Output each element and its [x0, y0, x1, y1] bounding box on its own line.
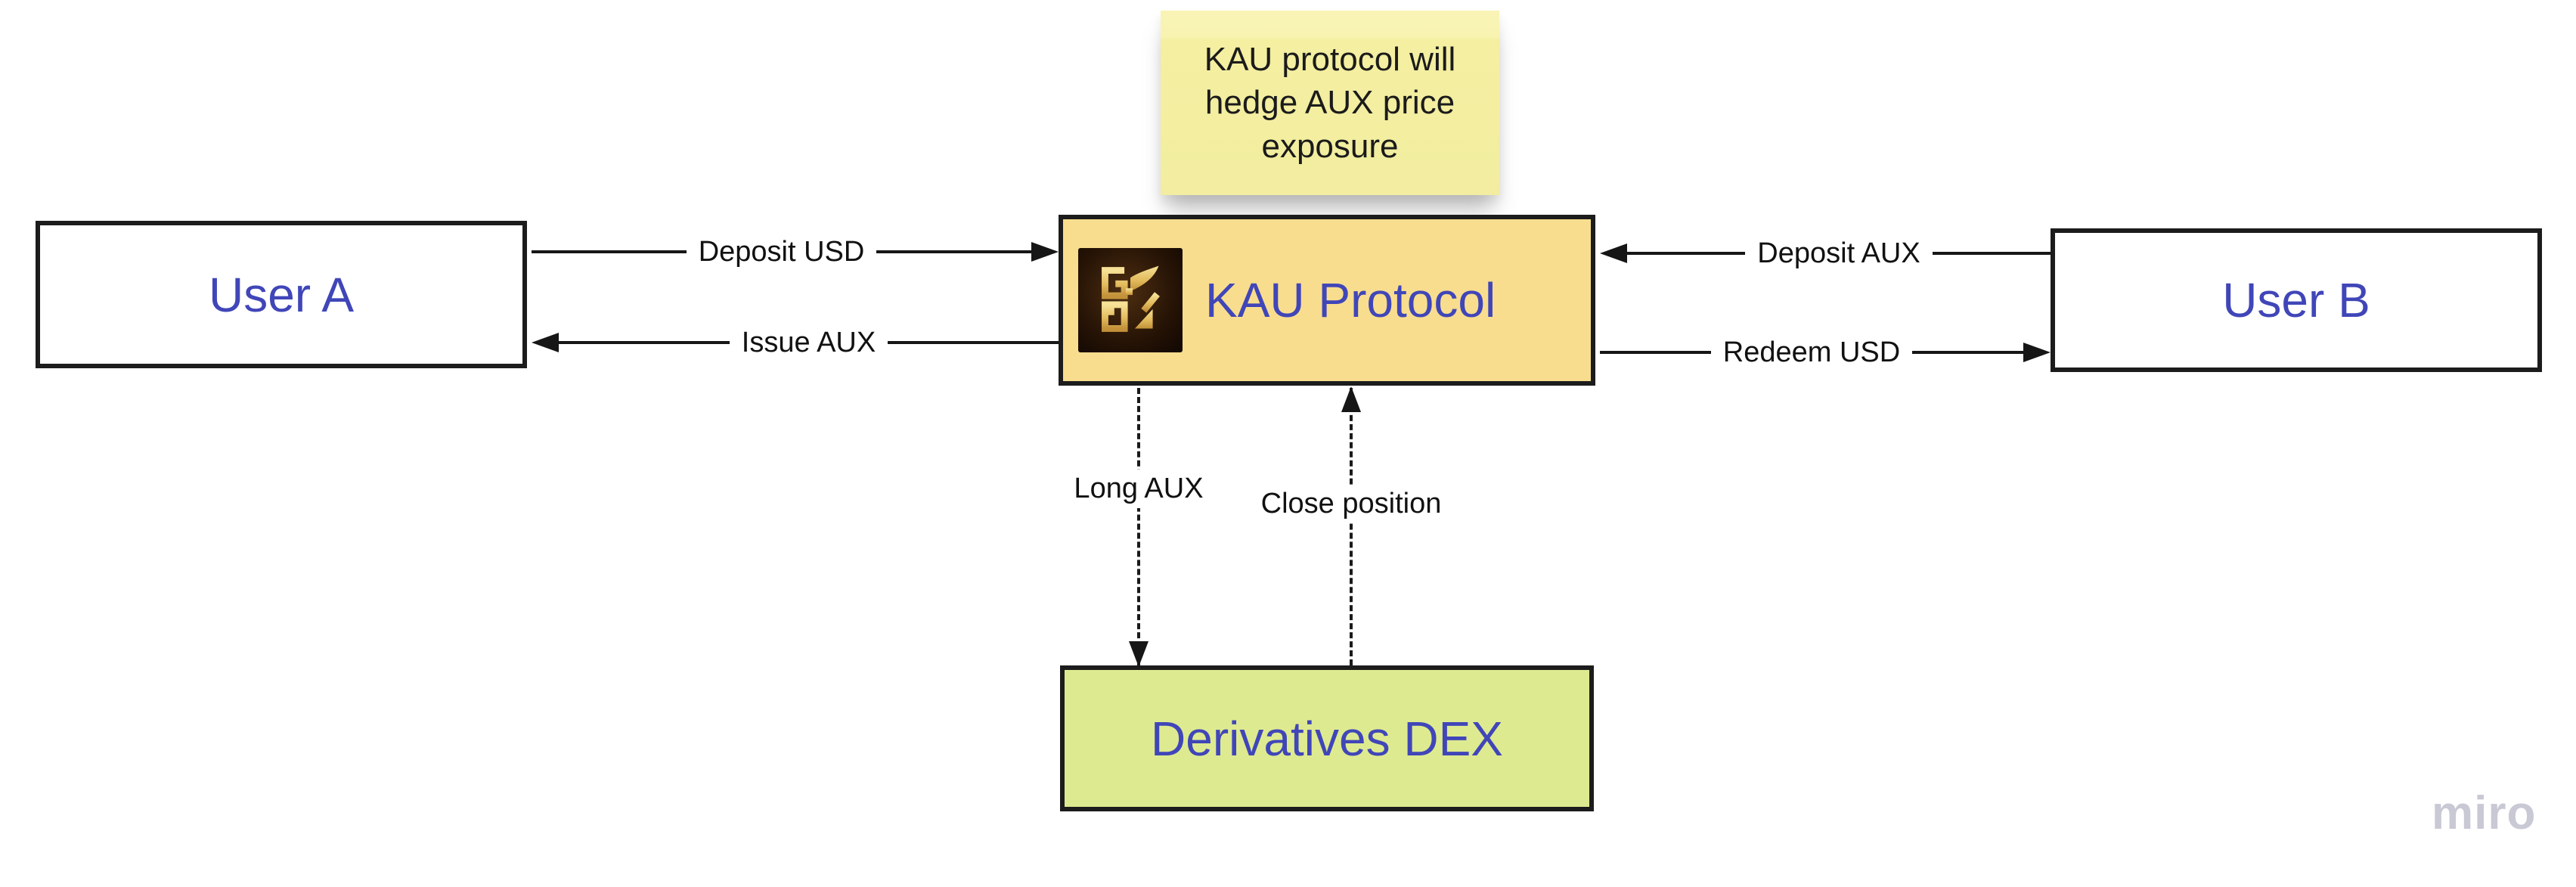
connector-long-aux-label: Long AUX [1065, 470, 1213, 508]
connector-deposit-aux[interactable]: Deposit AUX [1600, 237, 2051, 270]
connector-redeem-usd-label: Redeem USD [1722, 336, 1901, 368]
connector-line [1932, 252, 2051, 255]
sticky-note-text: KAU protocol will hedge AUX price exposu… [1204, 41, 1456, 165]
node-user-a-label: User A [208, 267, 355, 322]
sticky-note[interactable]: KAU protocol will hedge AUX price exposu… [1161, 11, 1499, 195]
node-derivatives-dex-label: Derivatives DEX [1151, 711, 1503, 766]
kau-logo-icon [1078, 248, 1183, 352]
arrowhead-left-icon [532, 333, 559, 352]
connector-close-position[interactable]: Close position [1251, 386, 1451, 665]
node-user-a[interactable]: User A [36, 221, 527, 368]
node-derivatives-dex[interactable]: Derivatives DEX [1060, 665, 1594, 811]
node-kau-protocol[interactable]: KAU Protocol [1059, 215, 1595, 386]
connector-line [532, 250, 687, 253]
connector-redeem-usd[interactable]: Redeem USD [1600, 336, 2051, 369]
connector-line [1912, 351, 2024, 354]
arrowhead-up-icon [1341, 386, 1361, 412]
connector-dashed-line [1137, 388, 1140, 665]
arrowhead-right-icon [2023, 343, 2051, 362]
connector-deposit-usd[interactable]: Deposit USD [532, 235, 1059, 268]
connector-line [559, 341, 730, 344]
connector-long-aux[interactable]: Long AUX [1065, 388, 1213, 667]
connector-deposit-usd-label: Deposit USD [698, 235, 865, 268]
connector-line [1600, 351, 1711, 354]
node-user-b-label: User B [2222, 273, 2370, 327]
arrowhead-down-icon [1129, 641, 1149, 667]
miro-watermark: miro [2432, 787, 2537, 839]
connector-dashed-line [1350, 388, 1353, 665]
connector-issue-aux-label: Issue AUX [741, 326, 876, 358]
node-user-b[interactable]: User B [2051, 228, 2542, 372]
node-kau-protocol-label: KAU Protocol [1205, 273, 1496, 327]
connector-line [1627, 252, 1746, 255]
arrowhead-right-icon [1031, 242, 1059, 262]
arrowhead-left-icon [1600, 243, 1627, 263]
connector-line [888, 341, 1059, 344]
connector-issue-aux[interactable]: Issue AUX [532, 326, 1059, 359]
connector-deposit-aux-label: Deposit AUX [1757, 237, 1920, 269]
connector-close-position-label: Close position [1251, 485, 1451, 523]
connector-line [876, 250, 1032, 253]
